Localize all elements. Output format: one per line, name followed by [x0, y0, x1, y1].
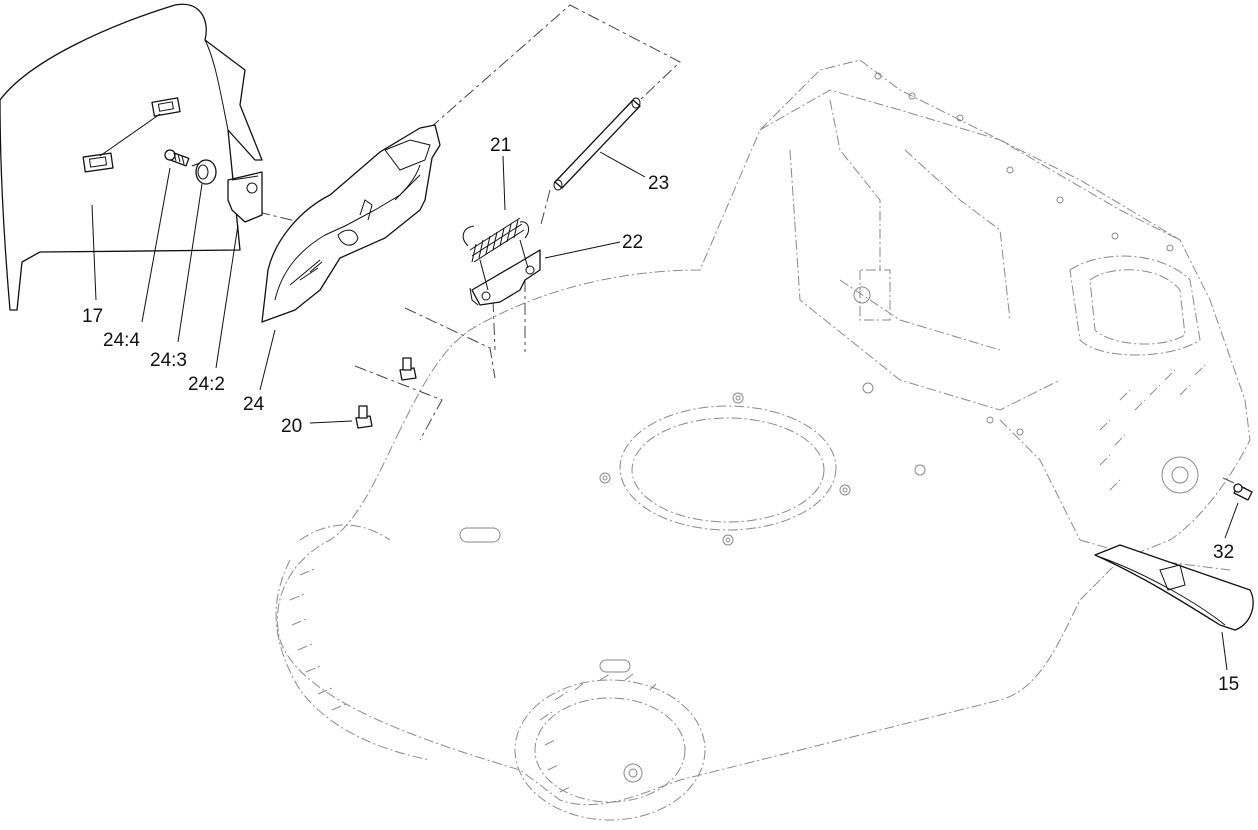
part-21-spring — [462, 217, 530, 263]
callout-24-4: 24:4 — [103, 330, 140, 351]
callout-24-3: 24:3 — [150, 350, 187, 371]
part-24-4-screw — [164, 149, 190, 167]
callout-21: 21 — [490, 135, 511, 156]
part-15-rear-deflector — [1094, 544, 1254, 631]
callout-20: 20 — [281, 416, 302, 437]
part-24-2-plate — [227, 171, 263, 223]
callout-22: 22 — [622, 232, 643, 253]
mower-deck-ghost — [275, 59, 1251, 821]
assembly-phantom-lines — [257, 4, 1246, 489]
callout-24: 24 — [243, 394, 265, 415]
part-22-bracket — [469, 239, 541, 306]
part-32-screw — [1233, 483, 1253, 501]
callout-23: 23 — [648, 173, 669, 194]
callout-labels: 17 24:4 24:3 24:2 24 20 21 22 23 32 15 — [82, 135, 1239, 695]
callout-32: 32 — [1213, 542, 1234, 563]
leader-lines — [91, 151, 1239, 671]
callout-15: 15 — [1218, 674, 1239, 695]
part-24-3-washer — [191, 159, 217, 185]
callout-24-2: 24:2 — [188, 374, 225, 395]
part-20-bolts — [355, 357, 417, 429]
callout-17: 17 — [82, 306, 103, 327]
part-24-handle-bracket — [261, 124, 441, 323]
part-23-rod — [553, 97, 641, 191]
part-17-rear-flap — [0, 3, 263, 311]
